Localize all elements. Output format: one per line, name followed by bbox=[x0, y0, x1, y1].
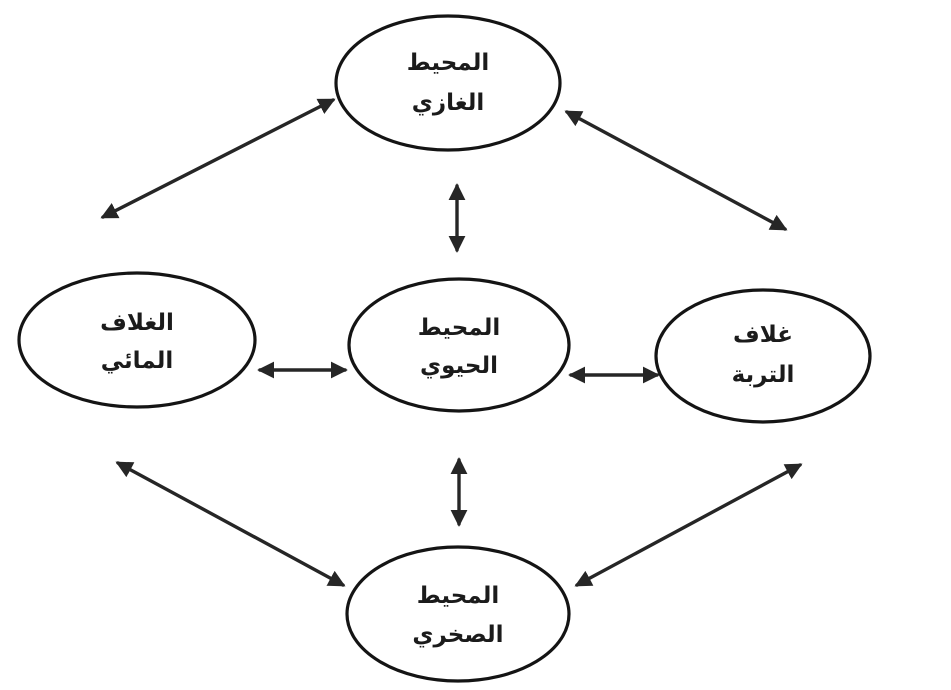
arrow-atmosphere-soil bbox=[564, 110, 788, 231]
node-lithosphere-ellipse bbox=[345, 545, 571, 683]
node-hydrosphere-line2: المائي bbox=[101, 348, 173, 374]
node-atmosphere-ellipse bbox=[334, 14, 562, 152]
node-lithosphere-line2: الصخري bbox=[412, 622, 503, 648]
arrow-hydrosphere-lithosphere bbox=[115, 461, 346, 587]
node-atmosphere-line1: المحيط bbox=[407, 50, 490, 76]
arrow-atmosphere-hydrosphere bbox=[100, 98, 336, 219]
node-biosphere-ellipse bbox=[347, 277, 571, 413]
node-hydrosphere: الغلاف المائي bbox=[17, 271, 257, 409]
node-soil-line2: التربة bbox=[732, 362, 795, 388]
node-biosphere-line2: الحيوي bbox=[420, 353, 498, 379]
arrow-soil-lithosphere bbox=[574, 463, 803, 587]
node-lithosphere-line1: المحيط bbox=[417, 583, 500, 609]
node-atmosphere: المحيط الغازي bbox=[334, 14, 562, 152]
node-hydrosphere-line1: الغلاف bbox=[100, 310, 174, 336]
node-soil-ellipse bbox=[654, 288, 872, 424]
node-hydrosphere-ellipse bbox=[17, 271, 257, 409]
node-soil-line1: غلاف bbox=[733, 322, 793, 348]
node-soil: غلاف التربة bbox=[654, 288, 872, 424]
node-lithosphere: المحيط الصخري bbox=[345, 545, 571, 683]
node-biosphere: المحيط الحيوي bbox=[347, 277, 571, 413]
node-atmosphere-line2: الغازي bbox=[412, 90, 484, 116]
node-biosphere-line1: المحيط bbox=[418, 315, 501, 341]
